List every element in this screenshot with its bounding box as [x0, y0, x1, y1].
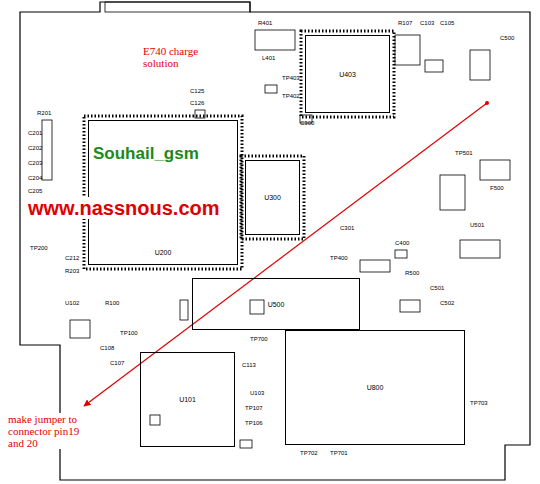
- component-footprint: [180, 300, 188, 320]
- chip-pins: [301, 31, 394, 117]
- board-outline: [20, 2, 530, 480]
- part-reference: R203: [65, 268, 79, 275]
- chip-pins: [84, 116, 242, 269]
- ic-chip: U500: [192, 278, 360, 330]
- component-footprints: [42, 2, 510, 448]
- part-reference: TP200: [30, 245, 48, 252]
- part-reference: TP107: [245, 405, 263, 412]
- chip-label: U800: [366, 384, 385, 391]
- part-reference: C125: [190, 88, 204, 95]
- part-reference: TP400: [330, 255, 348, 262]
- component-footprint: [255, 30, 295, 50]
- component-footprint: [70, 320, 90, 338]
- chip-label: U200: [154, 249, 173, 256]
- chip-label: U101: [178, 396, 197, 403]
- chip-label: U300: [263, 194, 282, 201]
- part-reference: C113: [242, 362, 256, 369]
- part-reference: TP702: [300, 450, 318, 457]
- component-footprint: [480, 160, 510, 180]
- part-reference: U102: [65, 300, 79, 307]
- ic-chip: U101: [140, 352, 235, 447]
- part-reference: TP402: [282, 93, 300, 100]
- note-text: make jumper to connector pin19 and 20: [8, 413, 86, 449]
- part-reference: C205: [28, 188, 42, 195]
- component-footprint: [400, 300, 420, 312]
- part-reference: U501: [470, 222, 484, 229]
- part-reference: C201: [28, 130, 42, 137]
- part-reference: R500: [405, 270, 419, 277]
- part-reference: C202: [28, 145, 42, 152]
- component-footprint: [395, 250, 407, 258]
- part-reference: R100: [105, 300, 119, 307]
- part-reference: TP501: [455, 150, 473, 157]
- component-footprint: [42, 120, 52, 180]
- part-reference: C500: [500, 35, 514, 42]
- part-reference: TP403: [282, 75, 300, 82]
- part-reference: R401: [258, 20, 272, 27]
- component-footprint: [265, 85, 277, 93]
- part-reference: C203: [28, 160, 42, 167]
- part-reference: C501: [430, 285, 444, 292]
- part-reference: C301: [340, 225, 354, 232]
- pointer-start: [485, 101, 489, 105]
- component-footprint: [360, 260, 390, 272]
- component-footprint: [395, 35, 420, 65]
- part-reference: C103: [420, 20, 434, 27]
- chip-pins: [241, 156, 304, 239]
- part-reference: C300: [300, 120, 314, 127]
- part-reference: TP701: [330, 450, 348, 457]
- part-reference: R201: [37, 110, 51, 117]
- ic-chip: U300: [245, 160, 300, 235]
- watermark: www.nassnous.com: [28, 197, 220, 219]
- part-reference: C204: [28, 175, 42, 182]
- component-footprint: [240, 440, 252, 448]
- chip-label: U500: [267, 301, 286, 308]
- ic-chip: U200: [88, 120, 238, 265]
- part-reference: TP100: [120, 330, 138, 337]
- part-reference: C108: [100, 345, 114, 352]
- component-footprint: [250, 300, 264, 314]
- part-reference: C126: [190, 100, 204, 107]
- part-reference: TP700: [250, 336, 268, 343]
- part-reference: TP703: [470, 400, 488, 407]
- part-reference: C400: [395, 240, 409, 247]
- part-reference: C212: [65, 255, 79, 262]
- part-reference: L401: [262, 55, 275, 62]
- part-reference: C105: [440, 20, 454, 27]
- chip-label: U403: [338, 71, 357, 78]
- part-reference: TP106: [245, 420, 263, 427]
- component-footprint: [150, 415, 160, 425]
- part-reference: R107: [398, 20, 412, 27]
- note-text: E740 charge solution: [143, 45, 228, 69]
- part-reference: U103: [250, 390, 264, 397]
- ic-chip: U403: [305, 35, 390, 113]
- component-footprint: [460, 240, 500, 258]
- watermark: Souhail_gsm: [93, 144, 199, 163]
- part-reference: C502: [440, 300, 454, 307]
- component-footprint: [425, 60, 443, 72]
- part-reference: F500: [490, 185, 504, 192]
- component-footprint: [105, 2, 250, 12]
- ic-chip: U800: [285, 330, 465, 445]
- component-footprint: [440, 175, 465, 210]
- part-reference: C107: [110, 360, 124, 367]
- component-footprint: [470, 50, 490, 80]
